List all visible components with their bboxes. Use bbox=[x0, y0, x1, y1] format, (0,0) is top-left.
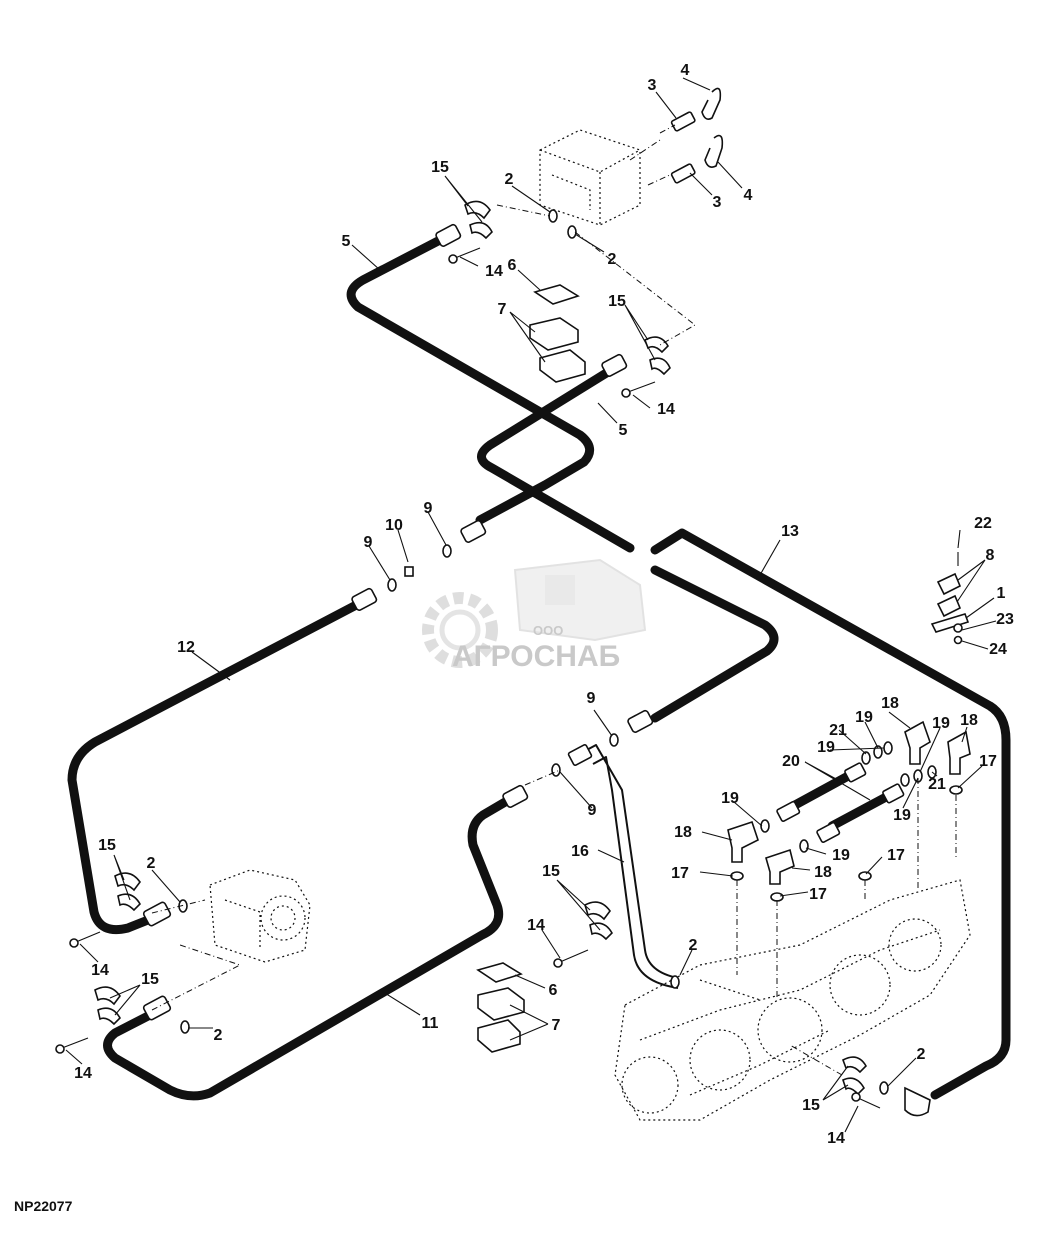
callout-15b: 15 bbox=[608, 293, 626, 310]
callout-6b: 6 bbox=[549, 982, 558, 999]
callout-2b: 2 bbox=[608, 251, 617, 268]
u-clamps-4 bbox=[701, 87, 724, 168]
elbow-fittings-18 bbox=[727, 720, 971, 885]
callout-15c: 15 bbox=[542, 863, 560, 880]
transmission-ghost bbox=[614, 879, 971, 1121]
left-pump-ghost bbox=[209, 869, 311, 963]
callout-5b: 5 bbox=[619, 422, 628, 439]
callout-16: 16 bbox=[571, 843, 589, 860]
adapters-3 bbox=[670, 111, 696, 184]
callout-14c: 14 bbox=[827, 1130, 845, 1147]
callout-5a: 5 bbox=[342, 233, 351, 250]
callout-6a: 6 bbox=[508, 257, 517, 274]
callout-9b: 9 bbox=[364, 534, 373, 551]
callout-2a: 2 bbox=[505, 171, 514, 188]
hose-5-lower bbox=[477, 367, 635, 553]
callout-15f: 15 bbox=[141, 971, 159, 988]
callout-2d: 2 bbox=[917, 1046, 926, 1063]
callout-18b: 18 bbox=[960, 712, 978, 729]
bracket-8-1 bbox=[930, 552, 970, 645]
callout-7a: 7 bbox=[498, 301, 507, 318]
callout-11: 11 bbox=[422, 1015, 439, 1032]
callout-22: 22 bbox=[974, 515, 992, 532]
callout-3a: 3 bbox=[648, 77, 657, 94]
callout-9c: 9 bbox=[587, 690, 596, 707]
alignment-lines bbox=[151, 124, 957, 1076]
figure-id: NP22077 bbox=[14, 1198, 73, 1214]
callout-14d: 14 bbox=[527, 917, 545, 934]
hose-13 bbox=[650, 528, 1011, 1100]
callout-8: 8 bbox=[986, 547, 995, 564]
callout-4a: 4 bbox=[681, 62, 690, 79]
hose-11 bbox=[103, 793, 517, 1101]
spacer-blocks-7 bbox=[477, 317, 586, 1053]
callout-10: 10 bbox=[385, 517, 403, 534]
callout-18a: 18 bbox=[881, 695, 899, 712]
callout-2e: 2 bbox=[147, 855, 156, 872]
callout-9d: 9 bbox=[588, 802, 597, 819]
watermark-company-name: АГРОСНАБ bbox=[452, 640, 620, 673]
clamp-plates-6 bbox=[476, 284, 580, 983]
callout-19e: 19 bbox=[893, 807, 911, 824]
watermark-harvester-icon bbox=[513, 558, 647, 642]
callout-1: 1 bbox=[997, 585, 1006, 602]
hose-12 bbox=[67, 597, 367, 935]
callout-21b: 21 bbox=[928, 776, 946, 793]
watermark-gear-icon bbox=[422, 592, 498, 668]
callout-18c: 18 bbox=[674, 824, 692, 841]
leader-lines bbox=[65, 77, 997, 1133]
hose-20-pair bbox=[776, 762, 905, 843]
callout-20: 20 bbox=[782, 753, 800, 770]
callout-18d: 18 bbox=[814, 864, 832, 881]
callout-15a: 15 bbox=[431, 159, 449, 176]
callout-17c: 17 bbox=[887, 847, 905, 864]
callout-19d: 19 bbox=[721, 790, 739, 807]
callout-23: 23 bbox=[996, 611, 1014, 628]
callout-2f: 2 bbox=[214, 1027, 223, 1044]
callout-17b: 17 bbox=[671, 865, 689, 882]
callout-13: 13 bbox=[781, 523, 799, 540]
callout-17d: 17 bbox=[809, 886, 827, 903]
callout-19a: 19 bbox=[855, 709, 873, 726]
callout-21a: 21 bbox=[829, 722, 847, 739]
watermark-company-prefix: ООО bbox=[533, 623, 563, 638]
callout-24: 24 bbox=[989, 641, 1007, 658]
callout-19b: 19 bbox=[932, 715, 950, 732]
bolts-14 bbox=[55, 247, 881, 1109]
callout-14f: 14 bbox=[74, 1065, 92, 1082]
watermark: ООО АГРОСНАБ bbox=[422, 558, 647, 673]
clamp-halves-15 bbox=[94, 200, 867, 1096]
callout-14a: 14 bbox=[485, 263, 503, 280]
callout-19c: 19 bbox=[817, 739, 835, 756]
callout-14e: 14 bbox=[91, 962, 109, 979]
callout-2c: 2 bbox=[689, 937, 698, 954]
callout-4b: 4 bbox=[744, 187, 753, 204]
callout-7b: 7 bbox=[552, 1017, 561, 1034]
callout-12: 12 bbox=[177, 639, 195, 656]
callout-14b: 14 bbox=[657, 401, 675, 418]
callout-15e: 15 bbox=[98, 837, 116, 854]
callout-3b: 3 bbox=[713, 194, 722, 211]
callout-15d: 15 bbox=[802, 1097, 820, 1114]
callout-17a: 17 bbox=[979, 753, 997, 770]
callout-19f: 19 bbox=[832, 847, 850, 864]
hose-return-mid bbox=[650, 565, 779, 723]
tube-16 bbox=[567, 744, 679, 989]
callout-9a: 9 bbox=[424, 500, 433, 517]
